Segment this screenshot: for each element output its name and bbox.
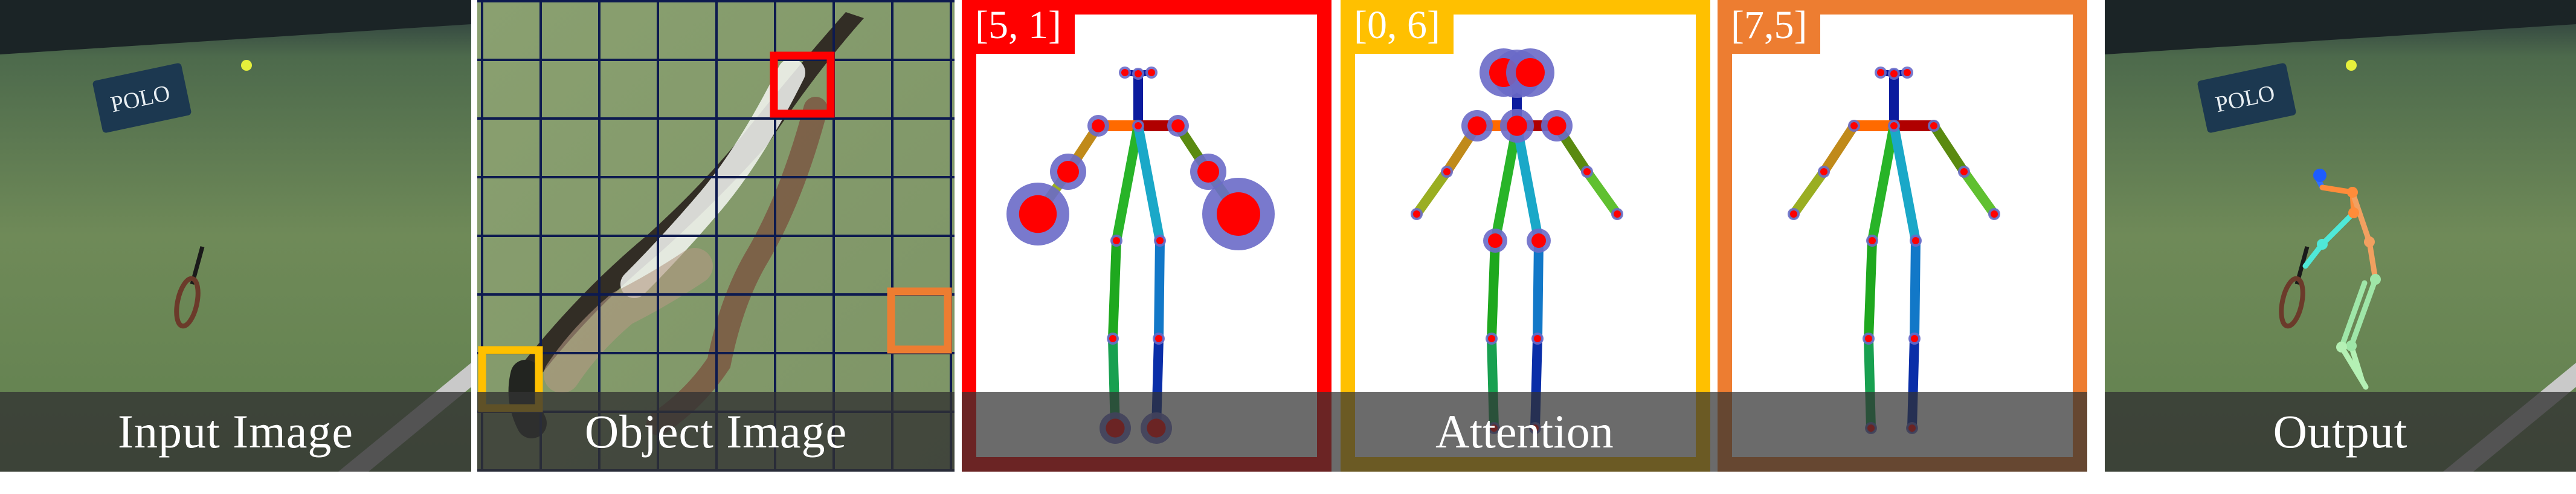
output-tennis-ball (2346, 60, 2357, 71)
object-image-panel: Object Image (477, 0, 955, 472)
skeleton-3 (1788, 67, 2000, 434)
skeleton-1 (1006, 67, 1275, 444)
attention-label-2: [0, 6] (1341, 0, 1454, 54)
output-panel: POLO Output (2105, 0, 2576, 472)
output-stadium-wall (2105, 0, 2576, 54)
patch-highlight-red (770, 51, 835, 118)
input-image-panel: POLO Input Image (0, 0, 471, 472)
stadium-wall (0, 0, 471, 54)
tennis-racket (174, 246, 205, 329)
attention-map-3: [7,5] (1718, 0, 2087, 472)
tennis-ball (241, 60, 252, 71)
object-image-caption: Object Image (477, 392, 955, 472)
attention-label-3: [7,5] (1718, 0, 1821, 54)
patch-highlight-orange (887, 287, 952, 354)
attention-caption: Attention (962, 392, 2087, 472)
output-tennis-racket (2279, 246, 2310, 329)
input-image-caption: Input Image (0, 392, 471, 472)
predicted-pose (2302, 169, 2381, 390)
polo-sign: POLO (92, 63, 192, 133)
attention-label-1: [5, 1] (962, 0, 1075, 54)
attention-map-1: [5, 1] (962, 0, 1331, 472)
output-polo-sign: POLO (2197, 63, 2296, 133)
output-caption: Output (2105, 392, 2576, 472)
